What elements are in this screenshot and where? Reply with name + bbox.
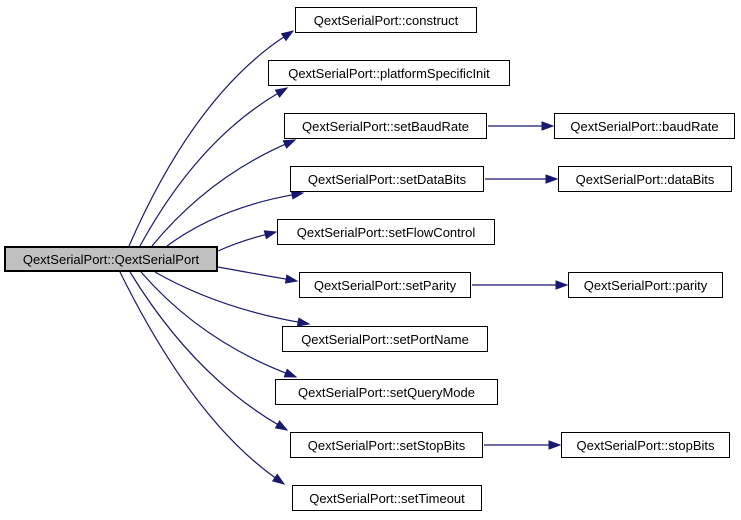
- node-setStopBits[interactable]: QextSerialPort::setStopBits: [290, 432, 483, 458]
- node-baudRate[interactable]: QextSerialPort::baudRate: [554, 113, 735, 139]
- arrowhead-setBaudRate-baudRate: [541, 121, 555, 131]
- arrowhead-main-setParity: [284, 274, 299, 284]
- arrowhead-main-setFlowControl: [263, 230, 278, 240]
- arrowhead-main-setStopBits: [274, 420, 289, 431]
- edge-main-setTimeout: [119, 271, 277, 480]
- edge-main-setParity: [217, 266, 289, 281]
- arrowhead-main-setDataBits: [290, 190, 305, 200]
- node-setQueryMode[interactable]: QextSerialPort::setQueryMode: [275, 379, 498, 405]
- edge-main-setFlowControl: [217, 233, 268, 252]
- arrowhead-main-setBaudRate: [282, 139, 297, 149]
- node-setParity[interactable]: QextSerialPort::setParity: [299, 272, 471, 298]
- node-parity[interactable]: QextSerialPort::parity: [568, 272, 723, 298]
- node-setFlowControl[interactable]: QextSerialPort::setFlowControl: [277, 219, 495, 245]
- arrowhead-setStopBits-stopBits: [548, 440, 562, 450]
- edge-main-setBaudRate: [151, 143, 287, 247]
- edge-main-setDataBits: [166, 193, 295, 247]
- arrowhead-setParity-parity: [555, 280, 569, 290]
- node-setDataBits[interactable]: QextSerialPort::setDataBits: [290, 166, 484, 192]
- edge-main-platformSpecificInit: [139, 92, 280, 247]
- node-setBaudRate[interactable]: QextSerialPort::setBaudRate: [284, 113, 487, 139]
- arrowhead-main-platformSpecificInit: [274, 87, 289, 98]
- node-stopBits[interactable]: QextSerialPort::stopBits: [561, 432, 730, 458]
- node-construct[interactable]: QextSerialPort::construct: [295, 7, 477, 33]
- edge-main-setPortName: [154, 271, 301, 324]
- arrowhead-main-setQueryMode: [283, 368, 298, 378]
- node-dataBits[interactable]: QextSerialPort::dataBits: [558, 166, 732, 192]
- node-platformSpecificInit[interactable]: QextSerialPort::platformSpecificInit: [268, 60, 510, 86]
- node-setTimeout[interactable]: QextSerialPort::setTimeout: [292, 485, 482, 511]
- node-setPortName[interactable]: QextSerialPort::setPortName: [282, 326, 488, 352]
- edge-main-setStopBits: [129, 271, 280, 426]
- node-main: QextSerialPort::QextSerialPort: [4, 246, 218, 272]
- arrowhead-main-construct: [280, 30, 295, 42]
- edge-main-setQueryMode: [140, 271, 288, 375]
- arrowhead-main-setPortName: [296, 317, 311, 327]
- arrowhead-main-setTimeout: [271, 473, 286, 485]
- arrowhead-setDataBits-dataBits: [545, 174, 559, 184]
- edge-main-construct: [128, 35, 286, 247]
